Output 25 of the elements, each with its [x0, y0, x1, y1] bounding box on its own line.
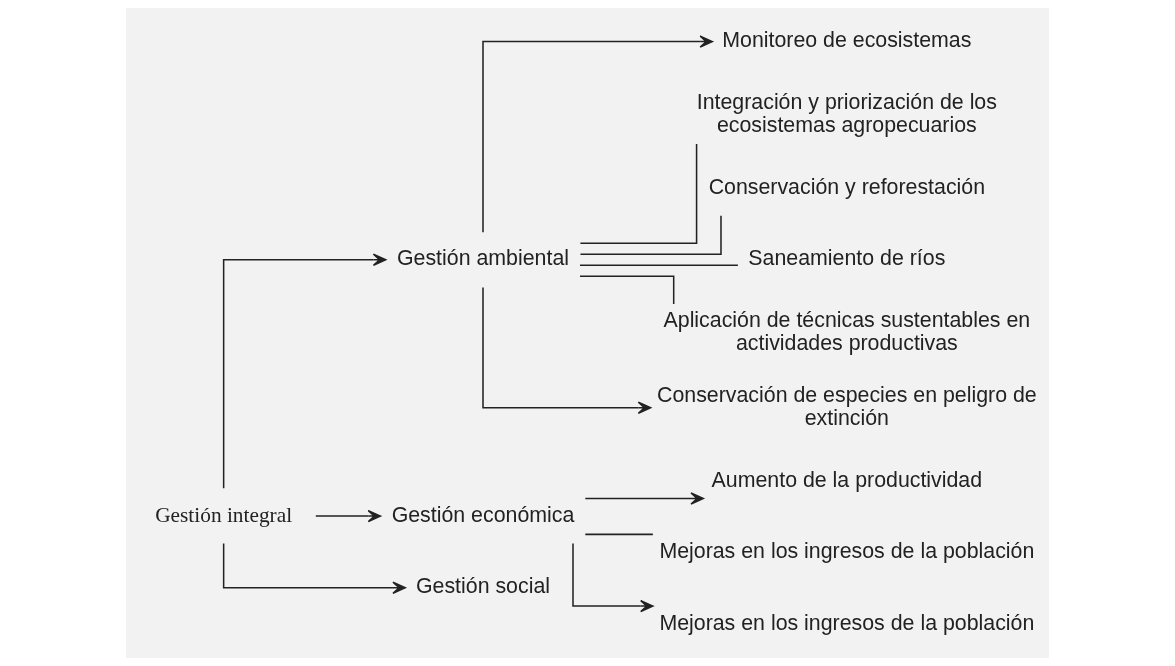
connector — [579, 215, 722, 256]
arrow — [572, 542, 654, 613]
connector — [579, 275, 675, 305]
connector — [579, 143, 698, 245]
node-text: Aplicación de técnicas sustentables en actividades productivas — [663, 308, 1031, 356]
connector — [579, 264, 739, 267]
node-text: Monitoreo de ecosistemas — [722, 28, 972, 53]
arrow — [222, 253, 387, 489]
connector — [584, 533, 654, 536]
node-text: Gestión social — [415, 574, 551, 599]
node-text: Gestión ambiental — [396, 246, 570, 271]
arrow — [315, 509, 382, 523]
arrow — [222, 542, 406, 595]
node-text: Mejoras en los ingresos de la población — [659, 611, 1035, 636]
node-text: Conservación y reforestación — [708, 174, 986, 199]
node-text: Gestión económica — [391, 502, 575, 527]
arrow — [482, 286, 652, 414]
arrow — [482, 35, 714, 233]
node-text: Mejoras en los ingresos de la población — [659, 539, 1035, 564]
node-text: Saneamiento de ríos — [748, 246, 946, 271]
arrow — [584, 492, 704, 505]
node-text: Aumento de la productividad — [711, 467, 983, 492]
node-text: Gestión integral — [155, 502, 293, 527]
node-text: Conservación de especies en peligro de extinción — [657, 382, 1037, 430]
node-text: Integración y priorización de los ecosistemas agropecuarios — [696, 90, 997, 137]
